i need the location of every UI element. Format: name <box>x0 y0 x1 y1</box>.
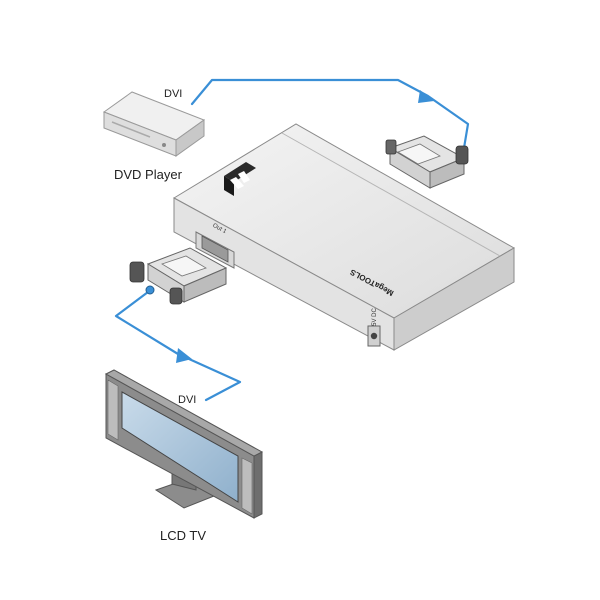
dvi-cable-top <box>190 78 470 150</box>
dvi-label-top: DVI <box>164 88 183 100</box>
arrow-top-icon <box>418 90 434 103</box>
lcd-tv <box>104 369 264 519</box>
dvi-connector-top <box>385 135 469 189</box>
dvd-player <box>102 91 206 157</box>
main-unit <box>172 123 516 351</box>
arrow-bottom-icon <box>176 348 192 363</box>
dvi-label-bottom: DVI <box>178 394 197 406</box>
kramer-logo-icon <box>224 162 256 196</box>
dc-port-label: 5V DC <box>371 308 378 326</box>
lcd-tv-label: LCD TV <box>160 528 206 543</box>
dvi-connector-bottom <box>129 247 228 305</box>
dvd-player-label: DVD Player <box>114 167 182 182</box>
